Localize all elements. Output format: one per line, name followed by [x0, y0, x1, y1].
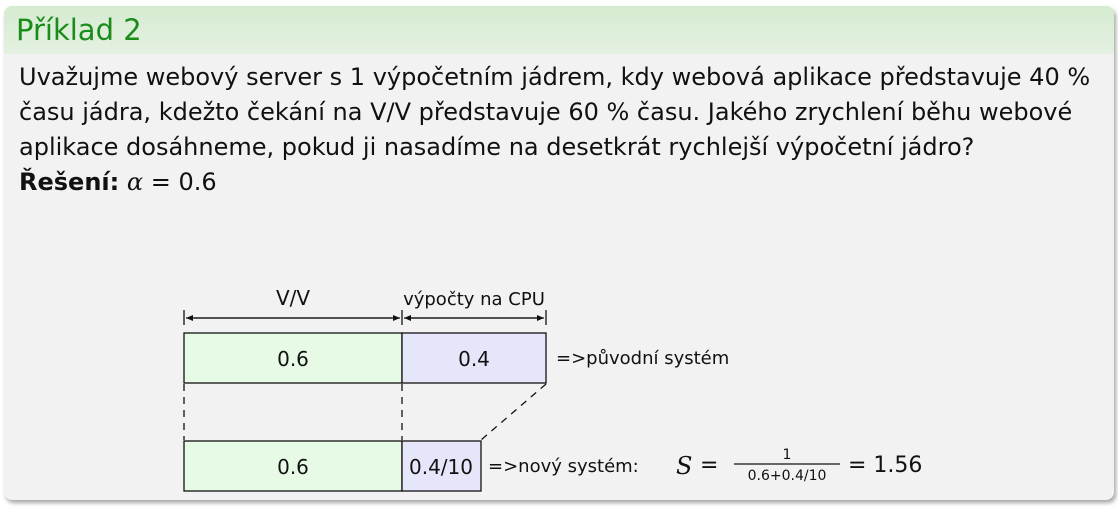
example-body: Uvažujme webový server s 1 výpočetním já… [4, 54, 1114, 200]
new-cpu-bar [401, 440, 482, 492]
formula-result: = 1.56 [848, 453, 922, 478]
formula-s: S [676, 452, 692, 480]
new-cpu-value: 0.4/10 [409, 455, 473, 479]
formula-denominator: 0.6+0.4/10 [748, 468, 827, 484]
orig-cpu-bar [401, 332, 547, 384]
connector-right [480, 383, 547, 441]
cpu-dimension-label: výpočty na CPU [403, 289, 545, 310]
solution-line: Řešení: α = 0.6 [19, 165, 1102, 200]
new-system-label: =>nový systém: [488, 456, 639, 477]
io-dimension-label: V/V [276, 286, 310, 310]
orig-io-value: 0.6 [277, 347, 309, 371]
orig-cpu-value: 0.4 [458, 347, 490, 371]
formula-numerator: 1 [783, 447, 792, 463]
example-title: Příklad 2 [4, 6, 1114, 54]
problem-text: Uvažujme webový server s 1 výpočetním já… [19, 63, 1091, 161]
alpha-value: = 0.6 [150, 168, 217, 196]
alpha-symbol: α [126, 168, 144, 196]
orig-io-bar [183, 332, 403, 384]
orig-system-label: =>původní systém [556, 348, 729, 369]
formula-equals: = [700, 453, 718, 478]
new-io-value: 0.6 [277, 455, 309, 479]
new-io-bar [183, 440, 403, 492]
solution-label: Řešení: [19, 168, 120, 196]
example-block: Příklad 2 Uvažujme webový server s 1 výp… [4, 6, 1114, 500]
